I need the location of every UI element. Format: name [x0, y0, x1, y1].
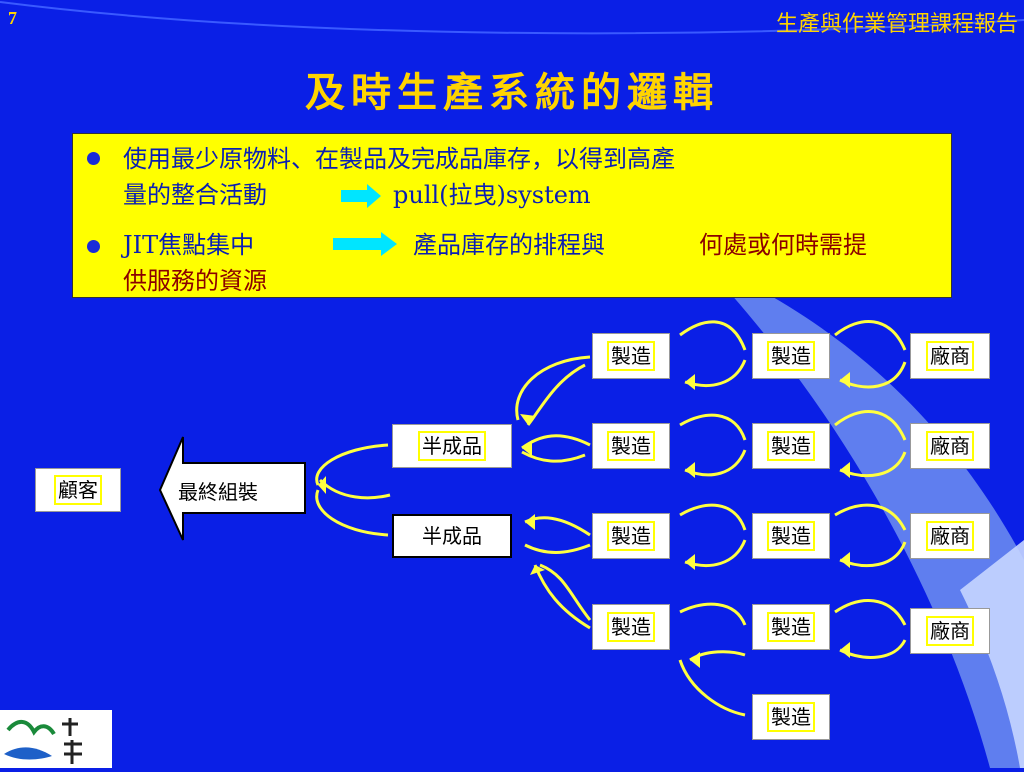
mfg-node: 製造: [752, 423, 830, 469]
vendor-label: 廠商: [926, 341, 974, 371]
course-title: 生產與作業管理課程報告: [775, 12, 1018, 37]
university-logo-icon: [0, 710, 112, 768]
mfg-label: 製造: [607, 612, 655, 642]
arc-subassembly1-to-assembly: [315, 443, 389, 486]
bullet-2-line2: 供服務的資源: [123, 267, 267, 295]
mfg-label: 製造: [767, 431, 815, 461]
bullet-dot-icon: [87, 152, 100, 165]
bullet-dot-icon: [87, 240, 100, 253]
arc-c2-3: [679, 503, 747, 531]
slide-number: 7: [8, 8, 17, 28]
mfg-label: 製造: [767, 341, 815, 371]
subassembly-label: 半成品: [418, 431, 486, 461]
vendor-node: 廠商: [910, 608, 990, 654]
vendor-label: 廠商: [926, 616, 974, 646]
mfg-node: 製造: [752, 604, 830, 650]
page-title: 及時生產系統的邏輯: [305, 69, 719, 116]
bullet-2-line1a: JIT焦點集中: [123, 231, 255, 259]
header-arc: [0, 1, 1024, 35]
final-assembly-label: 最終組裝: [178, 480, 258, 504]
bullet-2-line1c: 何處或何時需提: [699, 231, 867, 259]
vendor-label: 廠商: [926, 521, 974, 551]
arrowheads: [318, 372, 850, 668]
arc-assembly-down: [318, 478, 391, 500]
subassembly-node-1: 半成品: [392, 424, 512, 468]
arc-c2-1: [679, 320, 747, 351]
vendor-node: 廠商: [910, 333, 990, 379]
bullet-2-line1b: 產品庫存的排程與: [413, 231, 605, 259]
arc-mfg2-to-sub1: [521, 434, 591, 450]
mfg-node: 製造: [592, 333, 670, 379]
mfg-node: 製造: [752, 694, 830, 740]
subassembly-node-2: 半成品: [392, 514, 512, 558]
mfg-node: 製造: [592, 513, 670, 559]
final-assembly-arrow-shape: [158, 436, 306, 541]
mfg-label: 製造: [767, 612, 815, 642]
arc-c2-2: [679, 413, 747, 441]
arc-v1: [834, 320, 907, 351]
arc-c2-5: [678, 659, 746, 717]
vendor-label: 廠商: [926, 431, 974, 461]
mfg-node: 製造: [592, 604, 670, 650]
arc-mfg3-to-sub2-b: [524, 543, 591, 554]
mfg-label: 製造: [767, 521, 815, 551]
arc-mfg4-to-sub2: [533, 564, 591, 630]
mfg-node: 製造: [752, 513, 830, 559]
bullet-1-line2a: 量的整合活動: [123, 181, 267, 209]
right-arrow-icon: [341, 184, 381, 208]
arc-mfg1-to-sub1: [515, 355, 591, 421]
arc-subassembly2-to-assembly: [315, 489, 389, 537]
mfg-label: 製造: [607, 521, 655, 551]
customer-node: 顧客: [35, 468, 121, 512]
arc-mfg4-to-sub2-b: [539, 563, 592, 621]
arc-v3: [834, 503, 907, 531]
mfg-node: 製造: [592, 423, 670, 469]
vendor-node: 廠商: [910, 513, 990, 559]
arc-v2: [834, 410, 907, 441]
bullet-box: 使用最少原物料、在製品及完成品庫存，以得到高產 量的整合活動 pull(拉曳)s…: [72, 133, 952, 298]
arc-c2-4: [679, 602, 747, 626]
decorative-swoosh-light: [960, 540, 1024, 768]
mfg-label: 製造: [607, 341, 655, 371]
right-arrow-icon: [333, 232, 397, 256]
bullet-1-line2b: pull(拉曳)system: [393, 181, 591, 209]
arc-v4: [834, 599, 907, 626]
mfg-node: 製造: [752, 333, 830, 379]
logo-graphic: [4, 718, 82, 764]
mfg-label: 製造: [607, 431, 655, 461]
vendor-node: 廠商: [910, 423, 990, 469]
mfg-label: 製造: [767, 702, 815, 732]
subassembly-label: 半成品: [422, 524, 482, 548]
arc-mfg2-to-sub1-b: [521, 450, 586, 463]
bullet-1-line1: 使用最少原物料、在製品及完成品庫存，以得到高產: [123, 145, 675, 173]
customer-label: 顧客: [54, 475, 102, 505]
